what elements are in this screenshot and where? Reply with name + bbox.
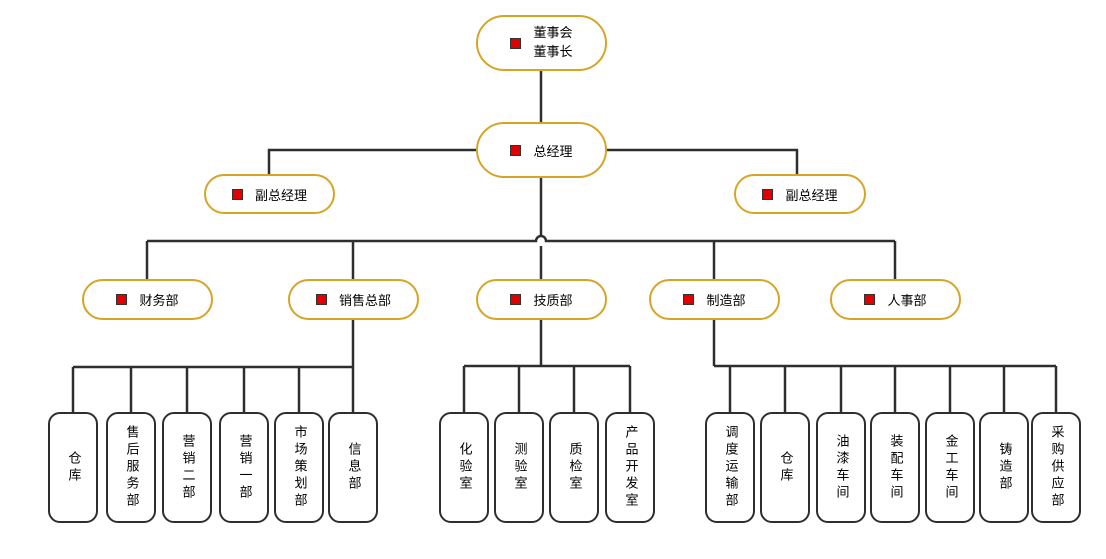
tech-unit-node: 化验室 bbox=[439, 412, 489, 523]
unit-label: 采购供应部 bbox=[1048, 425, 1064, 510]
unit-label: 仓库 bbox=[65, 450, 81, 485]
sales-unit-node: 信息部 bbox=[328, 412, 378, 523]
unit-label: 化验室 bbox=[456, 442, 472, 493]
dept-sales-node: 销售总部 bbox=[288, 279, 419, 320]
red-square-icon bbox=[315, 294, 327, 305]
unit-label: 金工车间 bbox=[942, 433, 958, 502]
unit-label: 装配车间 bbox=[887, 433, 903, 502]
general-manager-node: 总经理 bbox=[476, 122, 607, 178]
red-square-icon bbox=[864, 294, 876, 305]
dept-label: 财务部 bbox=[139, 294, 179, 309]
board-node: 董事会 董事长 bbox=[476, 15, 607, 71]
mfg-unit-node: 油漆车间 bbox=[816, 412, 866, 523]
red-square-icon bbox=[231, 188, 243, 200]
unit-label: 营销二部 bbox=[179, 433, 195, 502]
tech-unit-node: 产品开发室 bbox=[605, 412, 655, 523]
unit-label: 营销一部 bbox=[236, 433, 252, 502]
tech-unit-node: 质检室 bbox=[549, 412, 599, 523]
red-square-icon bbox=[683, 294, 695, 305]
unit-label: 质检室 bbox=[566, 442, 582, 493]
deputy-gm-right-node: 副总经理 bbox=[734, 174, 866, 214]
red-square-icon bbox=[510, 144, 522, 156]
red-square-icon bbox=[762, 188, 774, 200]
sales-unit-node: 营销二部 bbox=[162, 412, 212, 523]
dept-hr-node: 人事部 bbox=[830, 279, 961, 320]
general-manager-label: 总经理 bbox=[533, 144, 573, 160]
unit-label: 售后服务部 bbox=[123, 425, 139, 510]
unit-label: 信息部 bbox=[345, 442, 361, 493]
sales-unit-node: 市场策划部 bbox=[274, 412, 324, 523]
sales-unit-node: 营销一部 bbox=[219, 412, 269, 523]
unit-label: 测验室 bbox=[511, 442, 527, 493]
board-title: 董事会 bbox=[533, 26, 573, 41]
mfg-unit-node: 装配车间 bbox=[870, 412, 920, 523]
unit-label: 市场策划部 bbox=[291, 425, 307, 510]
mfg-unit-node: 仓库 bbox=[760, 412, 810, 523]
unit-label: 铸造部 bbox=[996, 442, 1012, 493]
deputy-gm-label: 副总经理 bbox=[785, 188, 838, 204]
mfg-unit-node: 采购供应部 bbox=[1031, 412, 1081, 523]
unit-label: 产品开发室 bbox=[622, 425, 638, 510]
red-square-icon bbox=[510, 294, 522, 305]
red-square-icon bbox=[116, 294, 128, 305]
sales-unit-node: 售后服务部 bbox=[106, 412, 156, 523]
dept-finance-node: 财务部 bbox=[82, 279, 213, 320]
dept-label: 技质部 bbox=[533, 294, 573, 309]
mfg-unit-node: 调度运输部 bbox=[705, 412, 755, 523]
chairman-title: 董事长 bbox=[533, 45, 573, 60]
unit-label: 油漆车间 bbox=[833, 433, 849, 502]
unit-label: 调度运输部 bbox=[722, 425, 738, 510]
unit-label: 仓库 bbox=[777, 450, 793, 485]
dept-label: 销售总部 bbox=[338, 294, 391, 309]
dept-label: 人事部 bbox=[887, 294, 927, 309]
deputy-gm-left-node: 副总经理 bbox=[204, 174, 335, 214]
tech-unit-node: 测验室 bbox=[494, 412, 544, 523]
dept-manufacturing-node: 制造部 bbox=[649, 279, 780, 320]
sales-unit-node: 仓库 bbox=[48, 412, 98, 523]
red-square-icon bbox=[510, 37, 522, 49]
dept-label: 制造部 bbox=[706, 294, 746, 309]
mfg-unit-node: 金工车间 bbox=[925, 412, 975, 523]
deputy-gm-label: 副总经理 bbox=[254, 188, 307, 204]
mfg-unit-node: 铸造部 bbox=[979, 412, 1029, 523]
dept-tech-quality-node: 技质部 bbox=[476, 279, 607, 320]
